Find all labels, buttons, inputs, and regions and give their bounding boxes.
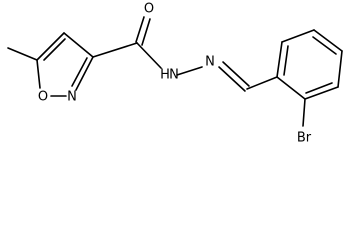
bond-ar-c3-c4-inner	[312, 36, 337, 55]
bond-ar-c1-c2-inner	[283, 45, 289, 76]
bond-ar-c5-c6	[304, 86, 339, 100]
atom-labels: O O N N H N Br	[38, 2, 312, 146]
atom-label-hydrazide-n: N	[169, 68, 179, 83]
molecule-structure-diagram: O O N N H N Br	[7, 2, 343, 146]
bond-nh-n	[176, 66, 203, 76]
bond-ch-aryl	[246, 76, 278, 90]
bond-o-c5	[36, 59, 41, 89]
bond-methyl	[7, 47, 38, 61]
bond-c3-n	[75, 56, 94, 91]
bond-c3-carbonyl	[92, 42, 138, 58]
bond-c5-c4	[36, 32, 65, 61]
bond-c3-n-inner	[71, 57, 88, 87]
bond-c-br	[302, 98, 306, 127]
atom-label-carbonyl-oxygen: O	[144, 2, 154, 17]
bond-n-ch-1	[218, 66, 246, 92]
bond-ar-c5-c6-inner	[305, 82, 333, 94]
bond-ar-c6-c1	[276, 76, 306, 100]
bond-ar-c4-c5	[337, 50, 343, 88]
bonds	[7, 16, 343, 127]
atom-label-hydrazide-h: H	[160, 68, 170, 83]
atom-label-bromine: Br	[297, 131, 312, 146]
bond-ar-c1-c2	[276, 41, 283, 78]
bond-ar-c2-c3	[281, 29, 315, 43]
bond-c4-c3	[63, 32, 94, 58]
atom-label-ring-nitrogen: N	[67, 90, 77, 105]
bond-carbonyl-o-1	[135, 16, 145, 43]
bond-n-ch-2	[222, 61, 250, 87]
atom-label-ring-oxygen: O	[38, 90, 48, 105]
bond-c5-c4-inner	[43, 38, 66, 61]
atom-label-imine-nitrogen: N	[205, 55, 215, 70]
bond-carbonyl-o-2	[141, 18, 151, 46]
bond-ar-c3-c4	[313, 29, 343, 52]
bond-carbonyl-nh	[136, 42, 162, 69]
